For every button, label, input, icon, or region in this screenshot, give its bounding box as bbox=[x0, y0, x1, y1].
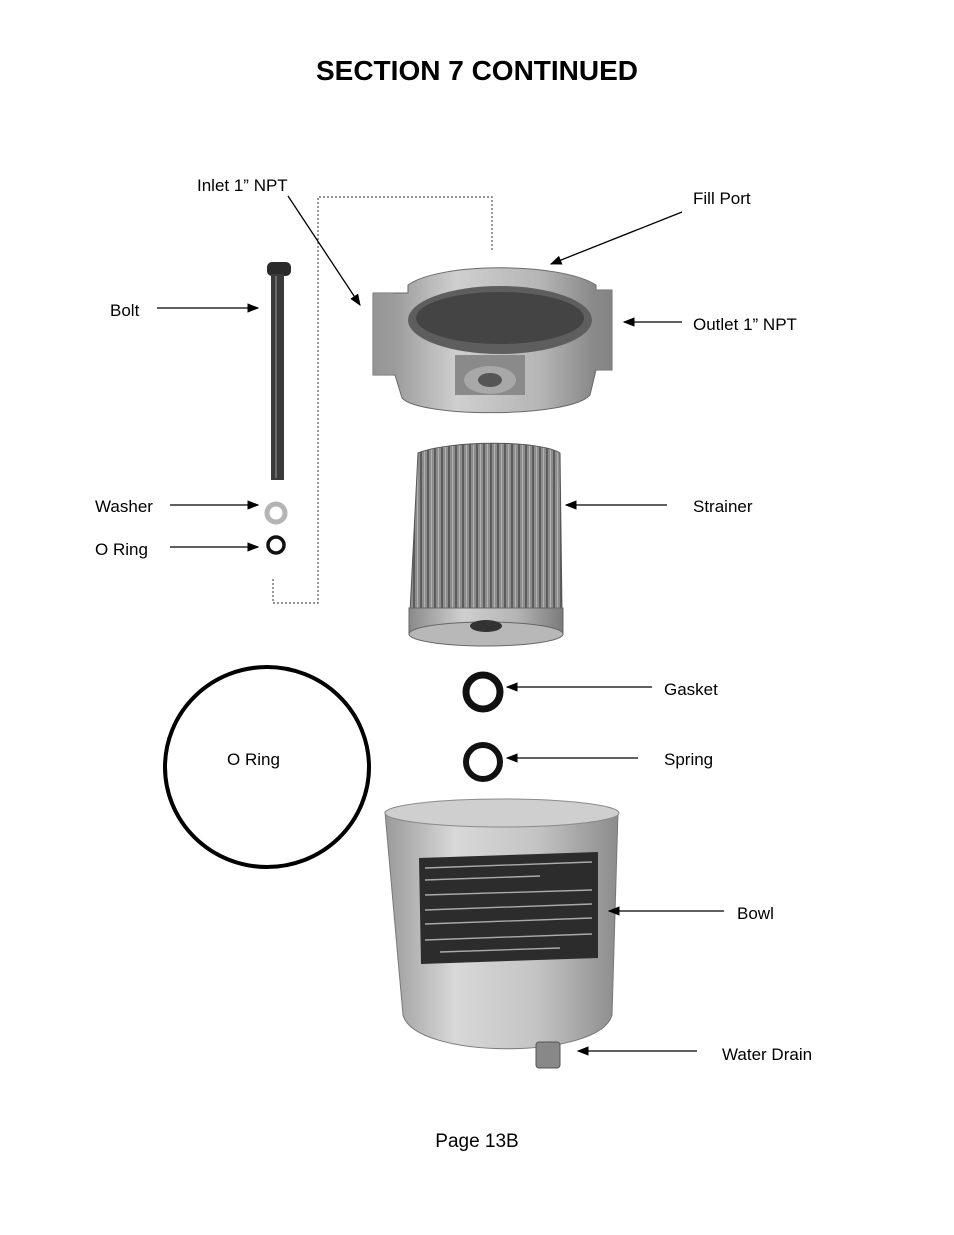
small-o-ring-part bbox=[266, 535, 286, 555]
bowl-label: Bowl bbox=[737, 904, 774, 923]
o-ring-large-label: O Ring bbox=[227, 750, 280, 769]
page-number: Page 13B bbox=[435, 1131, 519, 1152]
fill-port-label: Fill Port bbox=[693, 189, 751, 208]
bolt-part bbox=[267, 262, 291, 480]
washer-part bbox=[264, 501, 288, 525]
spring-label: Spring bbox=[664, 750, 714, 769]
page-title: SECTION 7 CONTINUED bbox=[315, 55, 639, 86]
strainer-part bbox=[408, 442, 564, 647]
bowl-part bbox=[384, 798, 620, 1069]
o-ring-small-label: O Ring bbox=[95, 540, 148, 559]
inlet-callout-arrow bbox=[287, 195, 361, 306]
bolt-label: Bolt bbox=[110, 301, 140, 320]
filter-head-part bbox=[372, 267, 613, 414]
strainer-label: Strainer bbox=[693, 497, 753, 516]
gasket-label: Gasket bbox=[664, 680, 718, 699]
inlet-label: Inlet 1” NPT bbox=[197, 176, 288, 195]
fill-port-callout-arrow bbox=[549, 211, 683, 265]
outlet-label: Outlet 1” NPT bbox=[693, 315, 797, 334]
water-drain-label: Water Drain bbox=[722, 1045, 813, 1064]
assembly-dotted-line bbox=[272, 196, 493, 604]
washer-label: Washer bbox=[95, 497, 153, 516]
large-o-ring-part bbox=[163, 665, 371, 869]
gasket-part bbox=[462, 671, 504, 713]
spring-part bbox=[463, 742, 503, 782]
